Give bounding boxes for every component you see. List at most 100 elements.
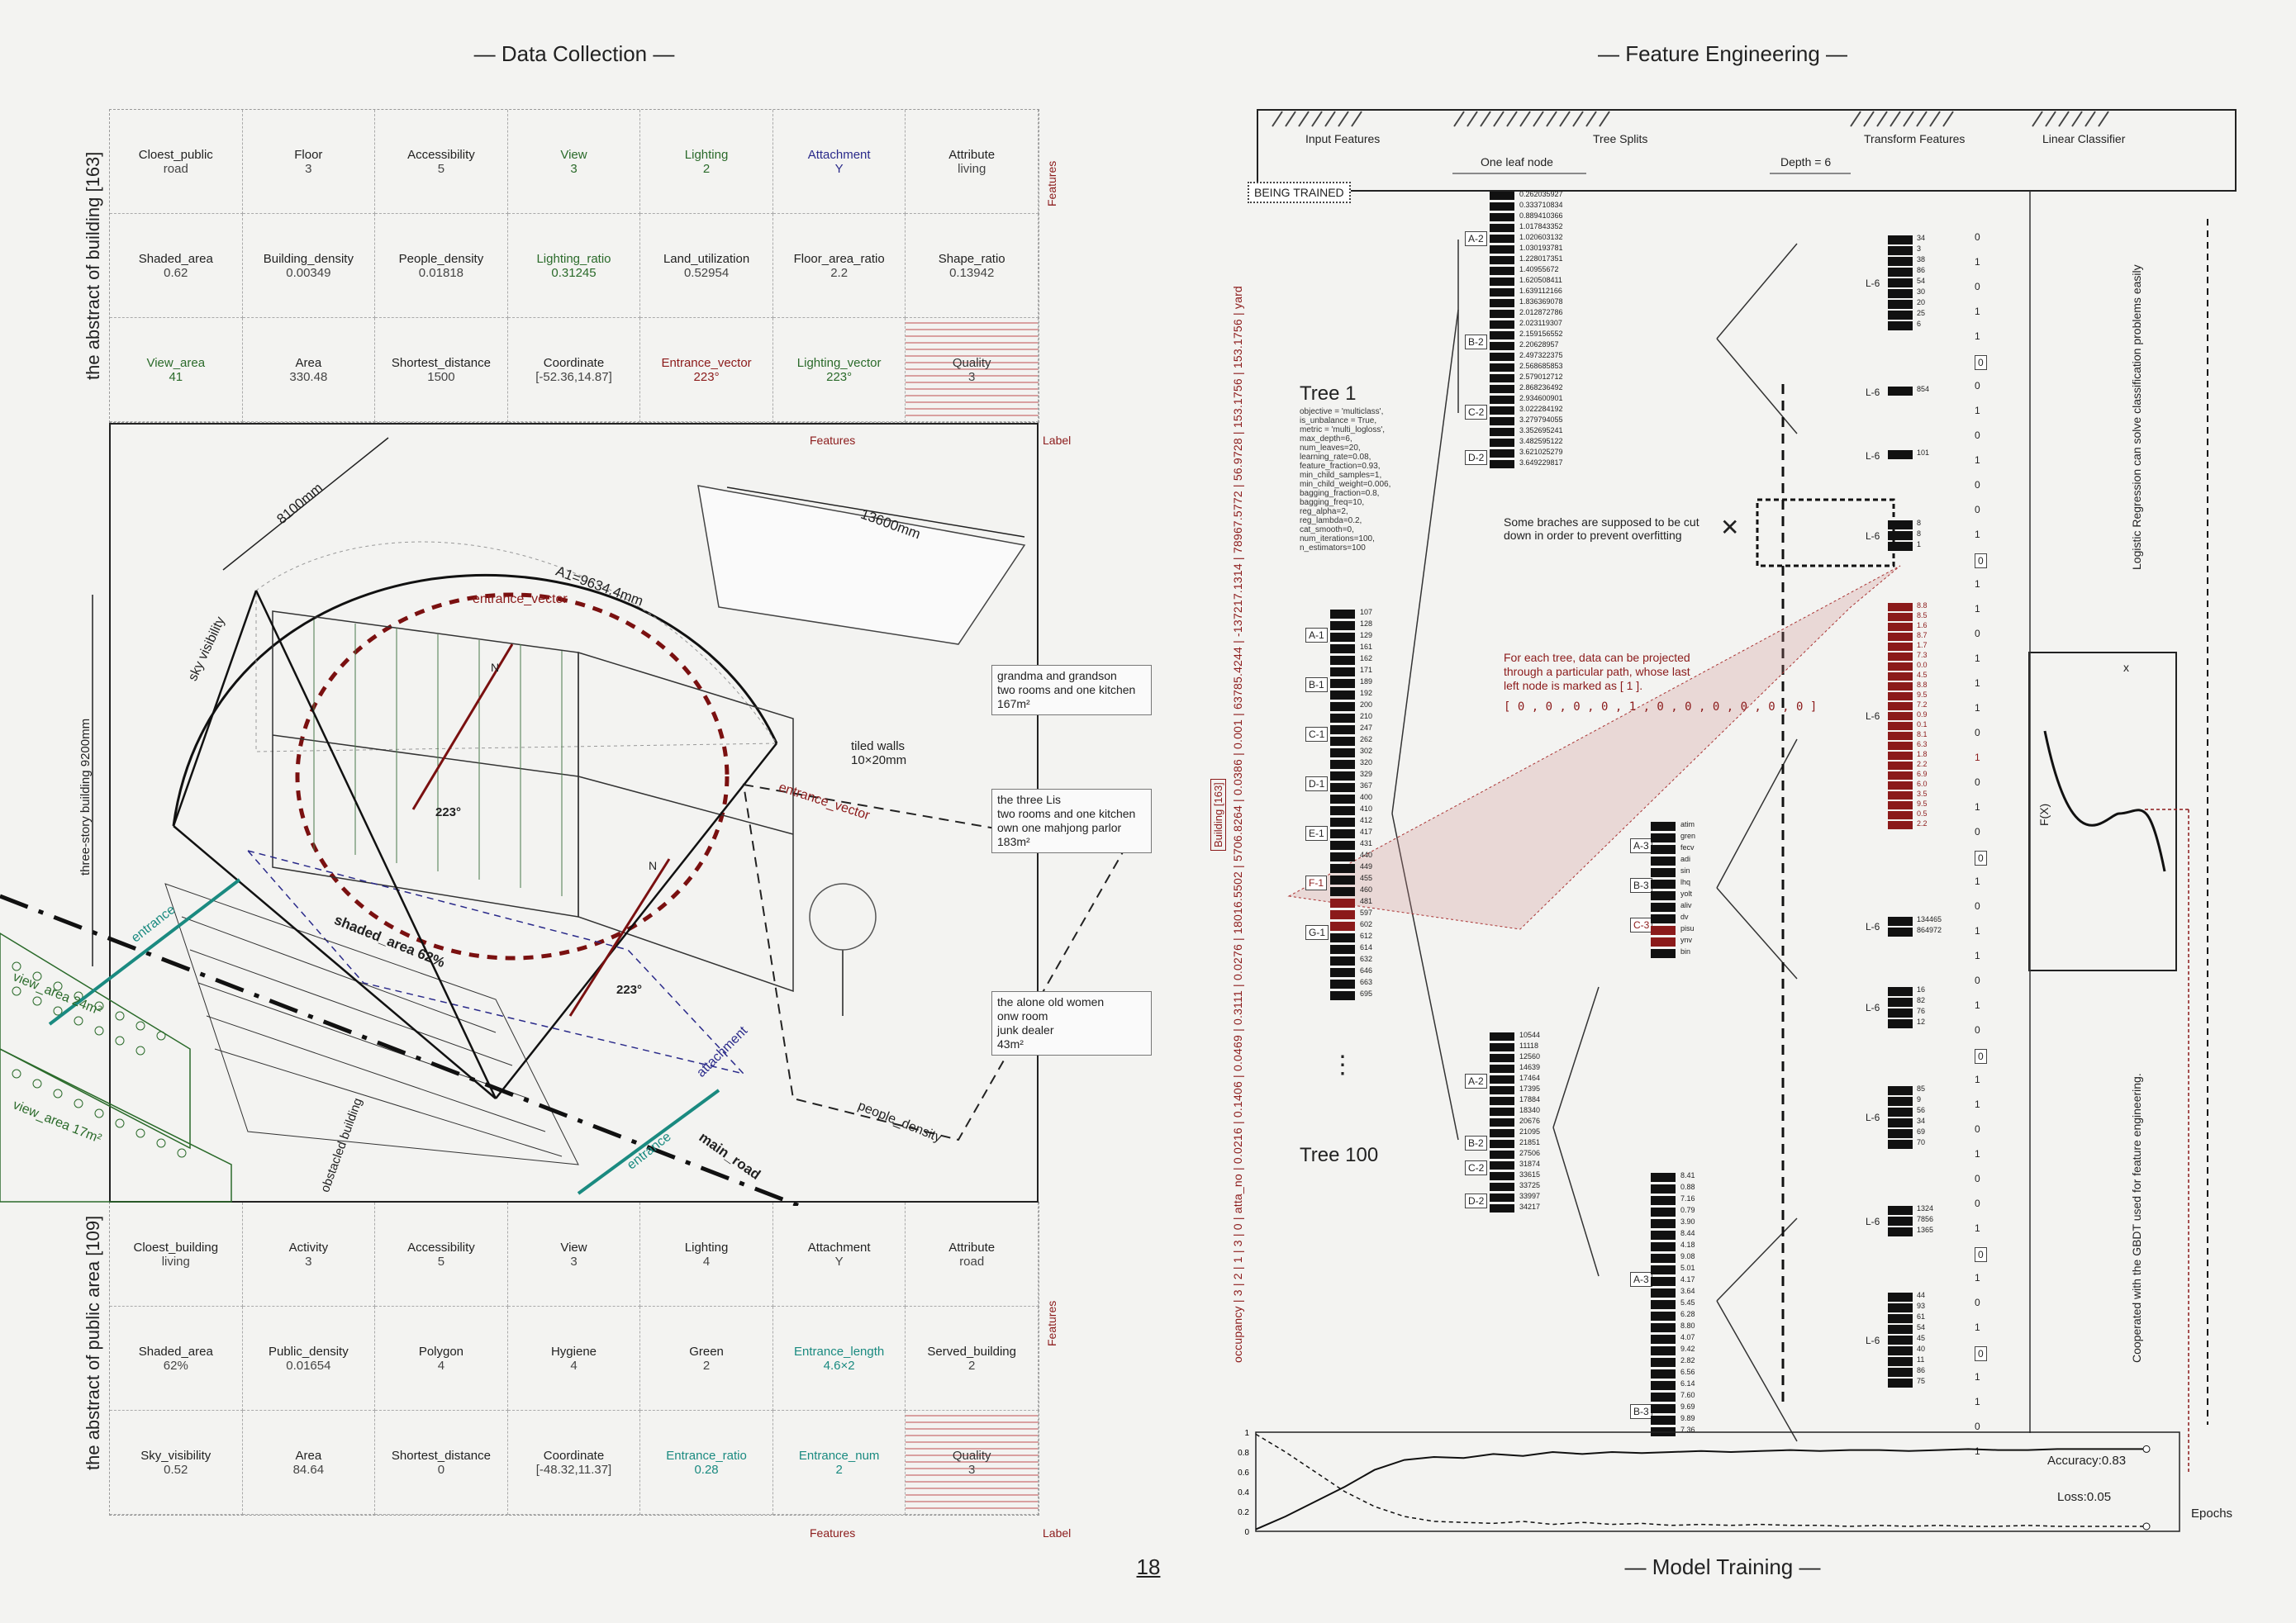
- value-text: 3.621025279: [1519, 448, 1563, 456]
- value-bar: [1330, 621, 1355, 630]
- leaf-value: 20: [1917, 298, 1926, 306]
- value-bar: [1490, 299, 1514, 307]
- value-bar: [1490, 385, 1514, 393]
- value-bar: [1490, 353, 1514, 361]
- sigmoid-box: [2028, 652, 2177, 971]
- mid-value-bar: [1651, 845, 1676, 854]
- cell-value: 2: [835, 1462, 843, 1477]
- leaf-bar: [1888, 998, 1913, 1007]
- leaf-value: 4.5: [1917, 671, 1928, 679]
- value-text: 4.18: [1680, 1241, 1695, 1249]
- value-bar: [1651, 1288, 1676, 1298]
- cell-value: 3: [968, 369, 976, 384]
- public-features-label-2: Features: [810, 1526, 856, 1540]
- value-text: 646: [1360, 966, 1373, 975]
- value-text: 1.017843352: [1519, 222, 1563, 230]
- tree100-node-label: D-2: [1465, 1194, 1488, 1208]
- binary-digit: 0: [1975, 1173, 1980, 1184]
- leaf-value: 8: [1917, 529, 1922, 538]
- value-bar: [1490, 256, 1514, 264]
- value-bar: [1490, 192, 1514, 200]
- mid-value-bar: [1651, 833, 1676, 842]
- value-text: 10544: [1519, 1031, 1541, 1039]
- cell-value: 4: [702, 1254, 711, 1269]
- cell-key: Coordinate: [543, 355, 605, 370]
- leaf-bar: [1888, 1314, 1913, 1323]
- cell-key: Quality: [952, 355, 991, 370]
- tree100-label: Tree 100: [1300, 1144, 1379, 1166]
- value-text: 612: [1360, 932, 1373, 940]
- value-bar: [1651, 1369, 1676, 1379]
- value-text: 9.08: [1680, 1252, 1695, 1260]
- cell-value: 330.48: [289, 369, 328, 384]
- cell-value: 41: [169, 369, 183, 384]
- value-text: 8.44: [1680, 1229, 1695, 1237]
- leaf-bar: [1888, 1140, 1913, 1149]
- cell-value: 0.01818: [418, 265, 464, 280]
- resident-box-3-line2: junk dealer: [997, 1023, 1054, 1037]
- y-tick-label: 0.2: [1238, 1508, 1249, 1517]
- value-bar: [1330, 656, 1355, 665]
- binary-digit: 0: [1975, 727, 1980, 738]
- leaf-value: 8: [1917, 519, 1922, 527]
- binary-digit: 1: [1975, 1272, 1980, 1284]
- value-bar: [1490, 406, 1514, 415]
- value-bar: [1490, 202, 1514, 211]
- mid-value-text: ynv: [1680, 936, 1693, 944]
- binary-digit: 0: [1975, 975, 1980, 986]
- leaf-value: 56: [1917, 1106, 1926, 1114]
- angle-label-1: 223°: [435, 805, 462, 819]
- binary-digit: 0: [1975, 1049, 1987, 1064]
- value-bar: [1651, 1300, 1676, 1309]
- resident-box-3-line3: 43m²: [997, 1037, 1024, 1051]
- leaf-bar: [1888, 520, 1913, 529]
- value-bar: [1490, 310, 1514, 318]
- leaf-bar: [1888, 801, 1913, 809]
- value-bar: [1330, 795, 1355, 804]
- value-text: 2.20628957: [1519, 340, 1559, 349]
- leaf-value: 86: [1917, 1366, 1926, 1374]
- input-node-label: F-1: [1305, 876, 1327, 890]
- leaf-bar: [1888, 643, 1913, 651]
- binary-digit: 0: [1975, 900, 1980, 912]
- value-bar: [1490, 245, 1514, 254]
- input-node-label: G-1: [1305, 925, 1329, 940]
- value-bar: [1651, 1219, 1676, 1228]
- leaf-value: 0.5: [1917, 809, 1928, 818]
- cell-key: Coordinate: [543, 1448, 605, 1463]
- leaf-bar: [1888, 987, 1913, 996]
- leaf-node-label: L-6: [1866, 277, 1880, 289]
- value-bar: [1330, 644, 1355, 653]
- binary-digit: 0: [1975, 1123, 1980, 1135]
- leaf-bar: [1888, 742, 1913, 750]
- value-text: 33997: [1519, 1192, 1541, 1200]
- leaf-bar: [1888, 278, 1913, 287]
- leaf-value: 0.0: [1917, 661, 1928, 669]
- binary-digit: 1: [1975, 1222, 1980, 1234]
- cell-value: 0.52: [164, 1462, 188, 1477]
- cell-value: 3: [305, 161, 312, 176]
- value-bar: [1490, 224, 1514, 232]
- value-text: 33615: [1519, 1170, 1541, 1179]
- value-bar: [1330, 702, 1355, 711]
- leaf-value: 86: [1917, 266, 1926, 274]
- value-text: 20676: [1519, 1117, 1541, 1125]
- leaf-bar: [1888, 821, 1913, 829]
- value-text: 431: [1360, 839, 1373, 847]
- value-bar: [1330, 852, 1355, 861]
- header-hatches: [1272, 111, 2109, 127]
- cell-value: 4: [437, 1358, 445, 1373]
- binary-digit: 0: [1975, 1024, 1980, 1036]
- binary-digit: 0: [1975, 479, 1980, 491]
- entrance-vector-label-1: entrance_vector: [473, 592, 568, 606]
- mid-value-text: bin: [1680, 947, 1691, 956]
- value-text: 3.64: [1680, 1287, 1695, 1295]
- leaf-bar: [1888, 1325, 1913, 1334]
- mid-node-label: B-3: [1630, 878, 1652, 893]
- building-tag: Building [163]: [1210, 779, 1226, 851]
- value-text: 21095: [1519, 1127, 1541, 1136]
